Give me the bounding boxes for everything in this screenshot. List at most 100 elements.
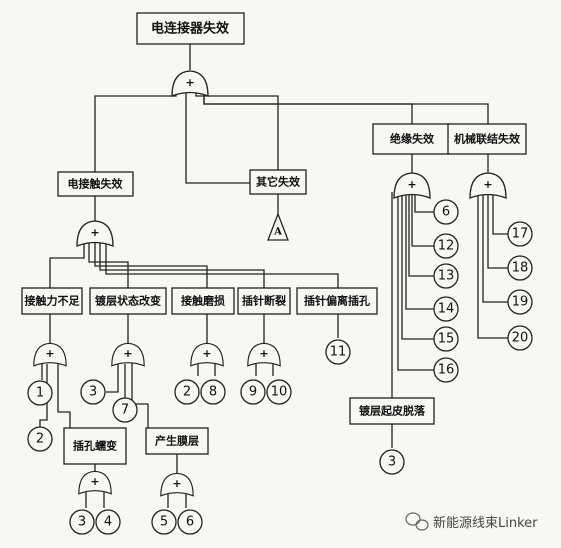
basic-event: 3 (379, 449, 405, 475)
svg-text:11: 11 (330, 345, 347, 360)
svg-text:接触磨损: 接触磨损 (181, 294, 225, 308)
event-electrical-contact: 电接触失效 (57, 171, 134, 197)
basic-event: 1 (27, 380, 53, 406)
svg-text:19: 19 (512, 295, 529, 310)
basic-event: 10 (266, 379, 292, 405)
gate-socket-deform: + (78, 470, 112, 495)
basic-event: 2 (27, 426, 53, 452)
svg-text:+: + (90, 475, 99, 488)
basic-event: 3 (80, 379, 106, 405)
svg-text:+: + (172, 477, 181, 490)
watermark: 新能源线束Linker (405, 512, 538, 531)
svg-text:16: 16 (438, 363, 455, 378)
svg-text:电接触失效: 电接触失效 (68, 177, 124, 191)
svg-text:插孔蠕变: 插孔蠕变 (73, 439, 117, 453)
svg-text:插针断裂: 插针断裂 (242, 294, 286, 308)
basic-event: 5 (151, 509, 177, 535)
basic-event: 20 (507, 325, 533, 351)
basic-event: 11 (325, 339, 351, 365)
svg-text:+: + (483, 178, 492, 191)
basic-event: 9 (240, 379, 266, 405)
svg-text:7: 7 (121, 403, 129, 418)
svg-text:电连接器失效: 电连接器失效 (151, 21, 230, 37)
svg-text:6: 6 (186, 515, 194, 530)
svg-text:4: 4 (104, 515, 112, 530)
basic-event: 12 (433, 233, 459, 259)
svg-text:接触力不足: 接触力不足 (25, 294, 81, 308)
event-top: 电连接器失效 (136, 12, 245, 45)
svg-text:12: 12 (438, 239, 455, 254)
svg-text:镀层状态改变: 镀层状态改变 (95, 294, 161, 308)
event-socket-deform: 插孔蠕变 (63, 427, 127, 465)
event-insufficient-force: 接触力不足 (21, 287, 83, 315)
svg-text:9: 9 (249, 385, 257, 400)
basic-event: 3 (69, 509, 95, 535)
svg-text:2: 2 (183, 385, 191, 400)
gate-coating-change: + (111, 342, 145, 367)
svg-text:8: 8 (209, 385, 217, 400)
gate-mechanical: + (469, 172, 507, 199)
basic-event: 8 (200, 379, 226, 405)
event-mechanical-link: 机械联结失效 (447, 123, 527, 155)
event-coating-change: 镀层状态改变 (89, 287, 167, 315)
gate-electrical: + (76, 220, 114, 247)
svg-text:+: + (90, 226, 99, 239)
basic-event: 6 (177, 509, 203, 535)
basic-event: 2 (174, 379, 200, 405)
event-contact-wear: 接触磨损 (171, 287, 235, 315)
gate-contact-wear: + (190, 342, 224, 367)
basic-event: 17 (507, 221, 533, 247)
gate-insulation: + (393, 172, 431, 199)
svg-text:3: 3 (78, 515, 86, 530)
gate-insufficient-force: + (33, 342, 67, 367)
svg-text:2: 2 (36, 432, 44, 447)
svg-text:插针偏离插孔: 插针偏离插孔 (304, 294, 370, 308)
gate-top: + (171, 70, 209, 97)
transfer-a-icon: A (267, 212, 289, 241)
basic-event: 16 (433, 357, 459, 383)
basic-event: 6 (433, 199, 459, 225)
svg-text:10: 10 (271, 385, 288, 400)
svg-text:18: 18 (512, 261, 529, 276)
svg-text:20: 20 (512, 331, 529, 346)
svg-text:5: 5 (160, 515, 168, 530)
event-film-form: 产生膜层 (145, 427, 209, 455)
svg-text:+: + (123, 347, 132, 360)
svg-text:镀层起皮脱落: 镀层起皮脱落 (359, 404, 426, 418)
svg-text:6: 6 (442, 205, 450, 220)
svg-text:+: + (45, 347, 54, 360)
basic-event: 15 (433, 326, 459, 352)
basic-event: 18 (507, 255, 533, 281)
svg-text:+: + (407, 178, 416, 191)
svg-text:A: A (273, 227, 282, 238)
event-other: 其它失效 (249, 169, 307, 195)
event-pin-break: 插针断裂 (237, 287, 291, 315)
svg-text:1: 1 (36, 386, 44, 401)
gate-pin-break: + (247, 342, 281, 367)
svg-text:绝缘失效: 绝缘失效 (390, 132, 435, 146)
svg-text:其它失效: 其它失效 (256, 175, 301, 189)
svg-text:+: + (202, 347, 211, 360)
svg-text:13: 13 (438, 269, 455, 284)
event-insulation: 绝缘失效 (372, 123, 452, 155)
basic-event: 7 (112, 397, 138, 423)
basic-event: 19 (507, 289, 533, 315)
svg-text:机械联结失效: 机械联结失效 (454, 132, 521, 146)
svg-text:产生膜层: 产生膜层 (155, 434, 199, 448)
gate-film-form: + (160, 472, 194, 497)
watermark-text: 新能源线束Linker (433, 515, 538, 531)
event-pin-offset: 插针偏离插孔 (296, 287, 378, 315)
svg-text:3: 3 (388, 455, 396, 470)
basic-event: 13 (433, 263, 459, 289)
svg-text:+: + (259, 347, 268, 360)
svg-text:3: 3 (89, 385, 97, 400)
svg-text:+: + (185, 76, 194, 89)
svg-text:15: 15 (438, 332, 455, 347)
event-coating-peel: 镀层起皮脱落 (349, 397, 435, 425)
basic-event: 4 (95, 509, 121, 535)
basic-event: 14 (433, 296, 459, 322)
svg-text:14: 14 (438, 302, 455, 317)
svg-text:17: 17 (512, 227, 529, 242)
wechat-icon (405, 512, 429, 531)
